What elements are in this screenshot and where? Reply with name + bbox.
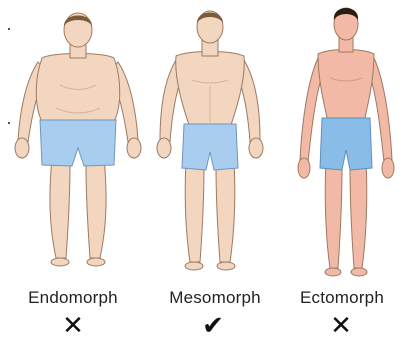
cross-mark-icon: ✕ [58,312,88,338]
ectomorph-figure [298,8,394,276]
ectomorph-label: Ectomorph [284,288,400,308]
mesomorph-figure [157,11,263,270]
body-type-illustrations [0,0,403,290]
check-mark-icon: ✔ [198,312,228,338]
cross-mark-icon: ✕ [326,312,356,338]
endomorph-label: Endomorph [8,288,138,308]
endomorph-figure [15,13,141,266]
mesomorph-label: Mesomorph [150,288,280,308]
